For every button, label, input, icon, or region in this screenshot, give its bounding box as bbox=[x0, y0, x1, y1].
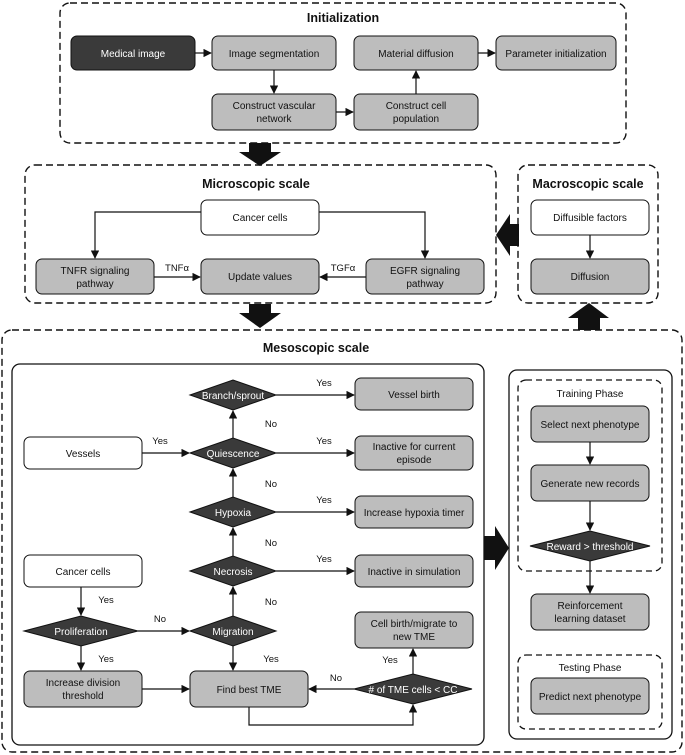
hypoxia-label: Hypoxia bbox=[215, 508, 252, 519]
migration-label: Migration bbox=[212, 627, 253, 638]
inactive-episode-box bbox=[354, 435, 474, 471]
no-label-migration: No bbox=[265, 597, 277, 608]
increase-division-label-2: threshold bbox=[62, 691, 103, 702]
generate-records-label: Generate new records bbox=[541, 479, 640, 490]
inactive-episode-label-2: episode bbox=[396, 455, 431, 466]
mesoscopic-inner-panel bbox=[11, 363, 485, 746]
tnfr-label-1: TNFR signaling bbox=[61, 266, 130, 277]
reward-label: Reward > threshold bbox=[547, 542, 634, 553]
macroscopic-title: Macroscopic scale bbox=[532, 177, 643, 191]
initialization-panel bbox=[59, 2, 627, 144]
inactive-episode-label-1: Inactive for current bbox=[373, 442, 456, 453]
microscopic-panel bbox=[24, 164, 497, 304]
necrosis-label: Necrosis bbox=[214, 567, 253, 578]
quiescence-label: Quiescence bbox=[207, 449, 260, 460]
tme-cells-label: # of TME cells < CC bbox=[368, 685, 457, 696]
egfr-label-2: pathway bbox=[406, 279, 443, 290]
image-segmentation-label: Image segmentation bbox=[229, 49, 320, 60]
rl-dataset-label-2: learning dataset bbox=[554, 614, 625, 625]
tnfr-label-2: pathway bbox=[76, 279, 113, 290]
macroscopic-panel bbox=[517, 164, 659, 304]
cell-birth-box bbox=[354, 611, 474, 649]
block-arrow-init-to-micro bbox=[239, 143, 281, 166]
diffusion-label: Diffusion bbox=[571, 272, 610, 283]
rl-dataset-label-1: Reinforcement bbox=[557, 601, 622, 612]
arrow-cancer-to-tnfr bbox=[90, 211, 201, 259]
increase-hypoxia-box bbox=[354, 495, 474, 529]
rl-outer-panel bbox=[508, 369, 673, 740]
predict-next-label: Predict next phenotype bbox=[539, 692, 642, 703]
select-next-label: Select next phenotype bbox=[541, 420, 640, 431]
increase-hypoxia-label: Increase hypoxia timer bbox=[364, 508, 465, 519]
testing-title: Testing Phase bbox=[559, 663, 622, 674]
yes-label-branch: Yes bbox=[316, 378, 332, 389]
construct-cell-label-2: population bbox=[393, 114, 439, 125]
rl-dataset-box bbox=[530, 593, 650, 631]
cell-birth-label-2: new TME bbox=[393, 632, 435, 643]
inactive-simulation-box bbox=[354, 554, 474, 588]
vessel-birth-label: Vessel birth bbox=[388, 390, 440, 401]
cell-birth-label-1: Cell birth/migrate to bbox=[371, 619, 458, 630]
mesoscopic-title: Mesoscopic scale bbox=[263, 341, 369, 355]
initialization-title: Initialization bbox=[307, 11, 379, 25]
construct-vascular-label-2: network bbox=[256, 114, 292, 125]
migration-diamond bbox=[188, 615, 278, 647]
tme-cells-diamond bbox=[353, 673, 473, 705]
predict-next-box bbox=[530, 677, 650, 715]
update-values-label: Update values bbox=[228, 272, 292, 283]
meso-cancer-cells-label: Cancer cells bbox=[55, 567, 110, 578]
vessel-birth-box bbox=[354, 377, 474, 411]
no-label-hypoxia: No bbox=[265, 479, 277, 490]
training-title: Training Phase bbox=[557, 389, 624, 400]
block-arrow-macro-to-micro bbox=[496, 214, 519, 256]
find-best-tme-label: Find best TME bbox=[217, 685, 282, 696]
construct-vascular-label-1: Construct vascular bbox=[233, 101, 316, 112]
tnf-alpha-label: TNFα bbox=[165, 263, 189, 274]
no-label-proliferation: No bbox=[154, 614, 166, 625]
egfr-label-1: EGFR signaling bbox=[390, 266, 460, 277]
update-values-box bbox=[200, 258, 320, 295]
proliferation-label: Proliferation bbox=[54, 627, 107, 638]
yes-label-hypoxia: Yes bbox=[316, 495, 332, 506]
no-label-quiescence: No bbox=[265, 419, 277, 430]
yes-label-cancer: Yes bbox=[98, 595, 114, 606]
yes-label-vessels: Yes bbox=[152, 436, 168, 447]
increase-division-label-1: Increase division bbox=[46, 678, 120, 689]
block-arrow-meso-to-macro bbox=[568, 303, 609, 330]
microscopic-title: Microscopic scale bbox=[202, 177, 310, 191]
vessels-label: Vessels bbox=[66, 449, 100, 460]
arrow-cancer-to-egfr bbox=[319, 211, 430, 259]
arrow-find-to-tme bbox=[248, 704, 418, 726]
parameter-initialization-label: Parameter initialization bbox=[505, 49, 606, 60]
inactive-simulation-label: Inactive in simulation bbox=[368, 567, 461, 578]
medical-image-label: Medical image bbox=[101, 49, 166, 60]
meso-cancer-cells-box bbox=[23, 554, 143, 588]
yes-label-migration: Yes bbox=[263, 654, 279, 665]
diffusion-box bbox=[530, 258, 650, 295]
branch-sprout-label: Branch/sprout bbox=[202, 391, 264, 402]
testing-panel bbox=[517, 654, 663, 730]
reward-diamond bbox=[529, 530, 651, 562]
yes-label-quiescence: Yes bbox=[316, 436, 332, 447]
no-label-necrosis: No bbox=[265, 538, 277, 549]
diffusible-factors-label: Diffusible factors bbox=[553, 213, 627, 224]
yes-label-tme: Yes bbox=[382, 655, 398, 666]
micro-cancer-cells-box bbox=[200, 199, 320, 236]
yes-label-necrosis: Yes bbox=[316, 554, 332, 565]
material-diffusion-label: Material diffusion bbox=[378, 49, 453, 60]
block-arrow-meso-to-training bbox=[484, 526, 509, 570]
no-label-tme: No bbox=[330, 673, 342, 684]
mesoscopic-panel bbox=[1, 329, 683, 753]
tgf-alpha-label: TGFα bbox=[331, 263, 356, 274]
parameter-initialization-box bbox=[495, 35, 617, 71]
construct-cell-label-1: Construct cell bbox=[386, 101, 447, 112]
micro-cancer-cells-label: Cancer cells bbox=[232, 213, 287, 224]
block-arrow-micro-to-meso bbox=[239, 304, 281, 328]
yes-label-proliferation: Yes bbox=[98, 654, 114, 665]
